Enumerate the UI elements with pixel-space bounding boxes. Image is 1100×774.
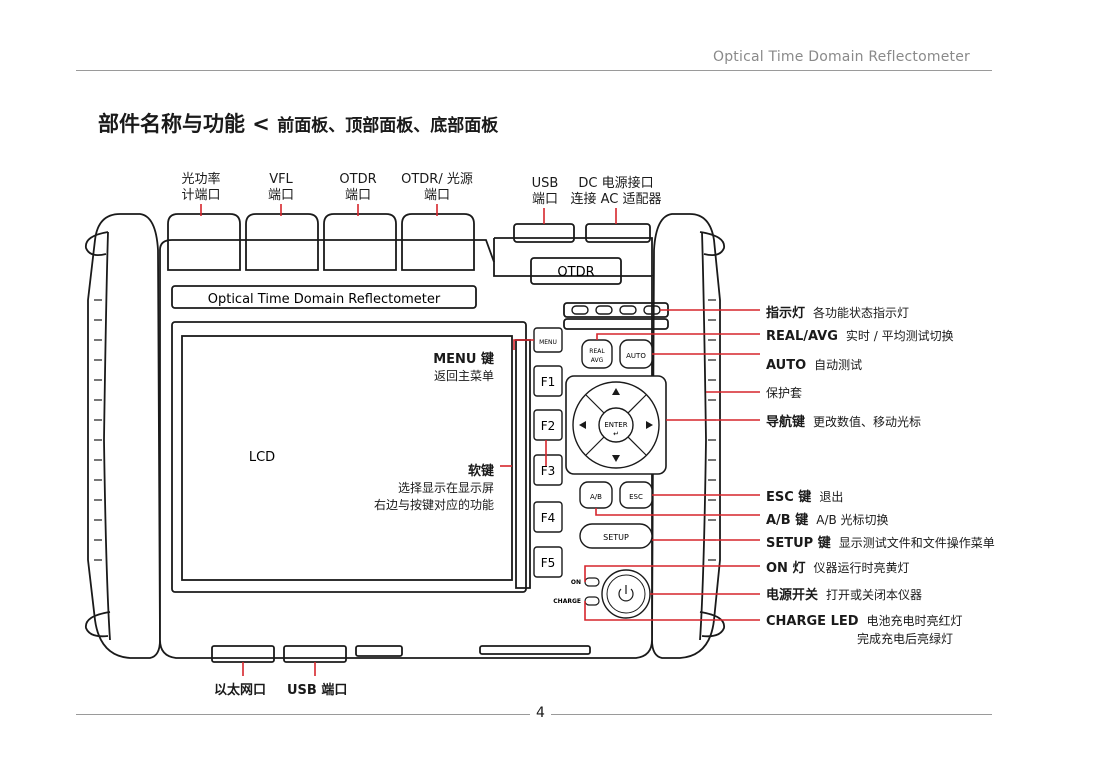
- f3-key[interactable]: F3: [533, 454, 563, 486]
- top-label-power-meter: 光功率计端口: [181, 172, 221, 203]
- callout-charge-line2: 完成充电后亮绿灯: [857, 632, 954, 646]
- ab-key[interactable]: A/B: [579, 481, 613, 509]
- navigation-pad[interactable]: ENTER ↵: [565, 375, 667, 475]
- top-label-dc: DC 电源接口连接 AC 适配器: [570, 176, 662, 207]
- setup-key-label: SETUP: [603, 533, 629, 542]
- charge-led: [584, 596, 600, 606]
- f5-key[interactable]: F5: [533, 546, 563, 578]
- power-icon: [618, 585, 634, 602]
- f4-key[interactable]: F4: [533, 501, 563, 533]
- callout-navigation: 导航键更改数值、移动光标: [766, 415, 922, 430]
- auto-key-label: AUTO: [626, 352, 646, 360]
- real-avg-key[interactable]: REAL AVG: [581, 339, 613, 369]
- on-led-label: ON: [571, 579, 581, 586]
- bottom-label-ethernet: 以太网口: [214, 683, 267, 698]
- callout-bumper: 保护套: [766, 386, 803, 400]
- soft-key-callout: 软键 选择显示在显示屏 右边与按键对应的功能: [373, 464, 494, 512]
- f3-key-label: F3: [541, 464, 556, 478]
- f1-key[interactable]: F1: [533, 365, 563, 397]
- esc-key-label: ESC: [629, 493, 643, 501]
- real-avg-label-2: AVG: [591, 357, 604, 364]
- header-title: Optical Time Domain Reflectometer: [713, 49, 970, 65]
- nav-down-icon: [612, 455, 620, 462]
- power-button[interactable]: [601, 569, 651, 619]
- header-rule: [76, 70, 992, 71]
- heading-sep: <: [245, 112, 278, 136]
- f5-key-label: F5: [541, 556, 556, 570]
- top-label-otdr-source: OTDR/ 光源端口: [401, 172, 473, 203]
- callout-power: 电源开关打开或关闭本仪器: [766, 588, 923, 603]
- enter-arrow-icon: ↵: [613, 430, 619, 438]
- nav-left-icon: [579, 421, 586, 429]
- f2-key[interactable]: F2: [533, 409, 563, 441]
- callout-indicator: 指示灯各功能状态指示灯: [766, 306, 910, 321]
- real-avg-label-1: REAL: [589, 348, 605, 355]
- f1-key-label: F1: [541, 375, 556, 389]
- page-heading: 部件名称与功能 < 前面板、顶部面板、底部面板: [98, 108, 498, 138]
- esc-key[interactable]: ESC: [619, 481, 653, 509]
- heading-main: 部件名称与功能: [98, 112, 245, 136]
- setup-key[interactable]: SETUP: [579, 523, 653, 549]
- auto-key[interactable]: AUTO: [619, 339, 653, 369]
- callout-setup: SETUP 键显示测试文件和文件操作菜单: [766, 536, 995, 551]
- page-number: 4: [530, 705, 551, 721]
- charge-led-label: CHARGE: [553, 598, 581, 605]
- callout-lines: [200, 204, 760, 676]
- nav-right-icon: [646, 421, 653, 429]
- callout-on-led: ON 灯仪器运行时亮黄灯: [766, 561, 910, 576]
- menu-key[interactable]: MENU: [533, 327, 563, 353]
- callout-esc: ESC 键退出: [766, 490, 844, 505]
- menu-key-callout: MENU 键 返回主菜单: [433, 352, 494, 383]
- otdr-badge-text: OTDR: [557, 265, 594, 280]
- heading-sub: 前面板、顶部面板、底部面板: [277, 116, 499, 136]
- f4-key-label: F4: [541, 511, 556, 525]
- menu-key-label: MENU: [539, 339, 557, 346]
- f2-key-label: F2: [541, 419, 556, 433]
- indicator-leds: [571, 305, 661, 315]
- enter-key-label: ENTER: [604, 421, 627, 429]
- strip-text: Optical Time Domain Reflectometer: [208, 292, 441, 307]
- nav-up-icon: [612, 388, 620, 395]
- ab-key-label: A/B: [590, 493, 602, 501]
- bottom-label-usb: USB 端口: [287, 683, 348, 698]
- on-led: [584, 577, 600, 587]
- lcd-label: LCD: [249, 450, 275, 465]
